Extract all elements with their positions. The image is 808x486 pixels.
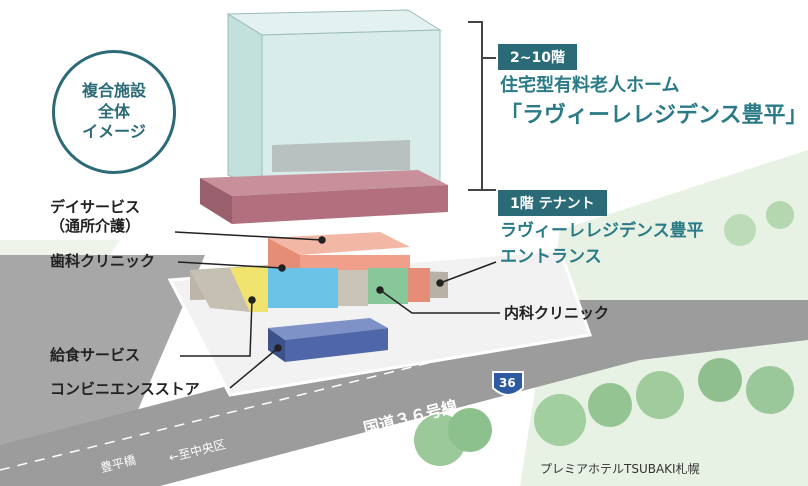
leader-lines — [174, 231, 500, 389]
ground-floor-block — [190, 232, 448, 312]
convenience-store-label: コンビニエンスストア — [50, 380, 200, 398]
overview-line-1: 複合施設 — [81, 80, 146, 100]
overview-line-3: イメージ — [82, 122, 146, 142]
entrance-line-2: エントランス — [500, 247, 602, 267]
residential-tower — [226, 9, 442, 191]
podium — [200, 170, 448, 224]
upper-floors-badge: 2~10階 — [498, 44, 577, 70]
overview-line-2: 全体 — [97, 101, 130, 121]
route-36-shield-icon — [492, 371, 524, 396]
dental-clinic-label: 歯科クリニック — [50, 252, 156, 270]
trees — [414, 201, 794, 466]
bracket — [468, 21, 483, 191]
entrance-line-1: ラヴィーレレジデンス豊平 — [500, 221, 704, 241]
ground-floor-badge: 1階 テナント — [498, 190, 607, 216]
route-number: 36 — [499, 376, 516, 390]
overview-badge: 複合施設 全体 イメージ — [52, 50, 176, 174]
facility-type: 住宅型有料老人ホーム — [500, 75, 680, 96]
facility-name: 「ラヴィーレレジデンス豊平」 — [500, 103, 808, 128]
road-route36 — [0, 300, 808, 486]
meal-service-label: 給食サービス — [50, 346, 141, 364]
road-centerline — [0, 329, 561, 471]
internal-medicine-label: 内科クリニック — [504, 304, 610, 322]
hotel-label: プレミアホテルTSUBAKI札幌 — [540, 462, 700, 476]
road-vertical — [0, 255, 205, 486]
day-service-label: デイサービス （通所介護） — [50, 198, 141, 235]
